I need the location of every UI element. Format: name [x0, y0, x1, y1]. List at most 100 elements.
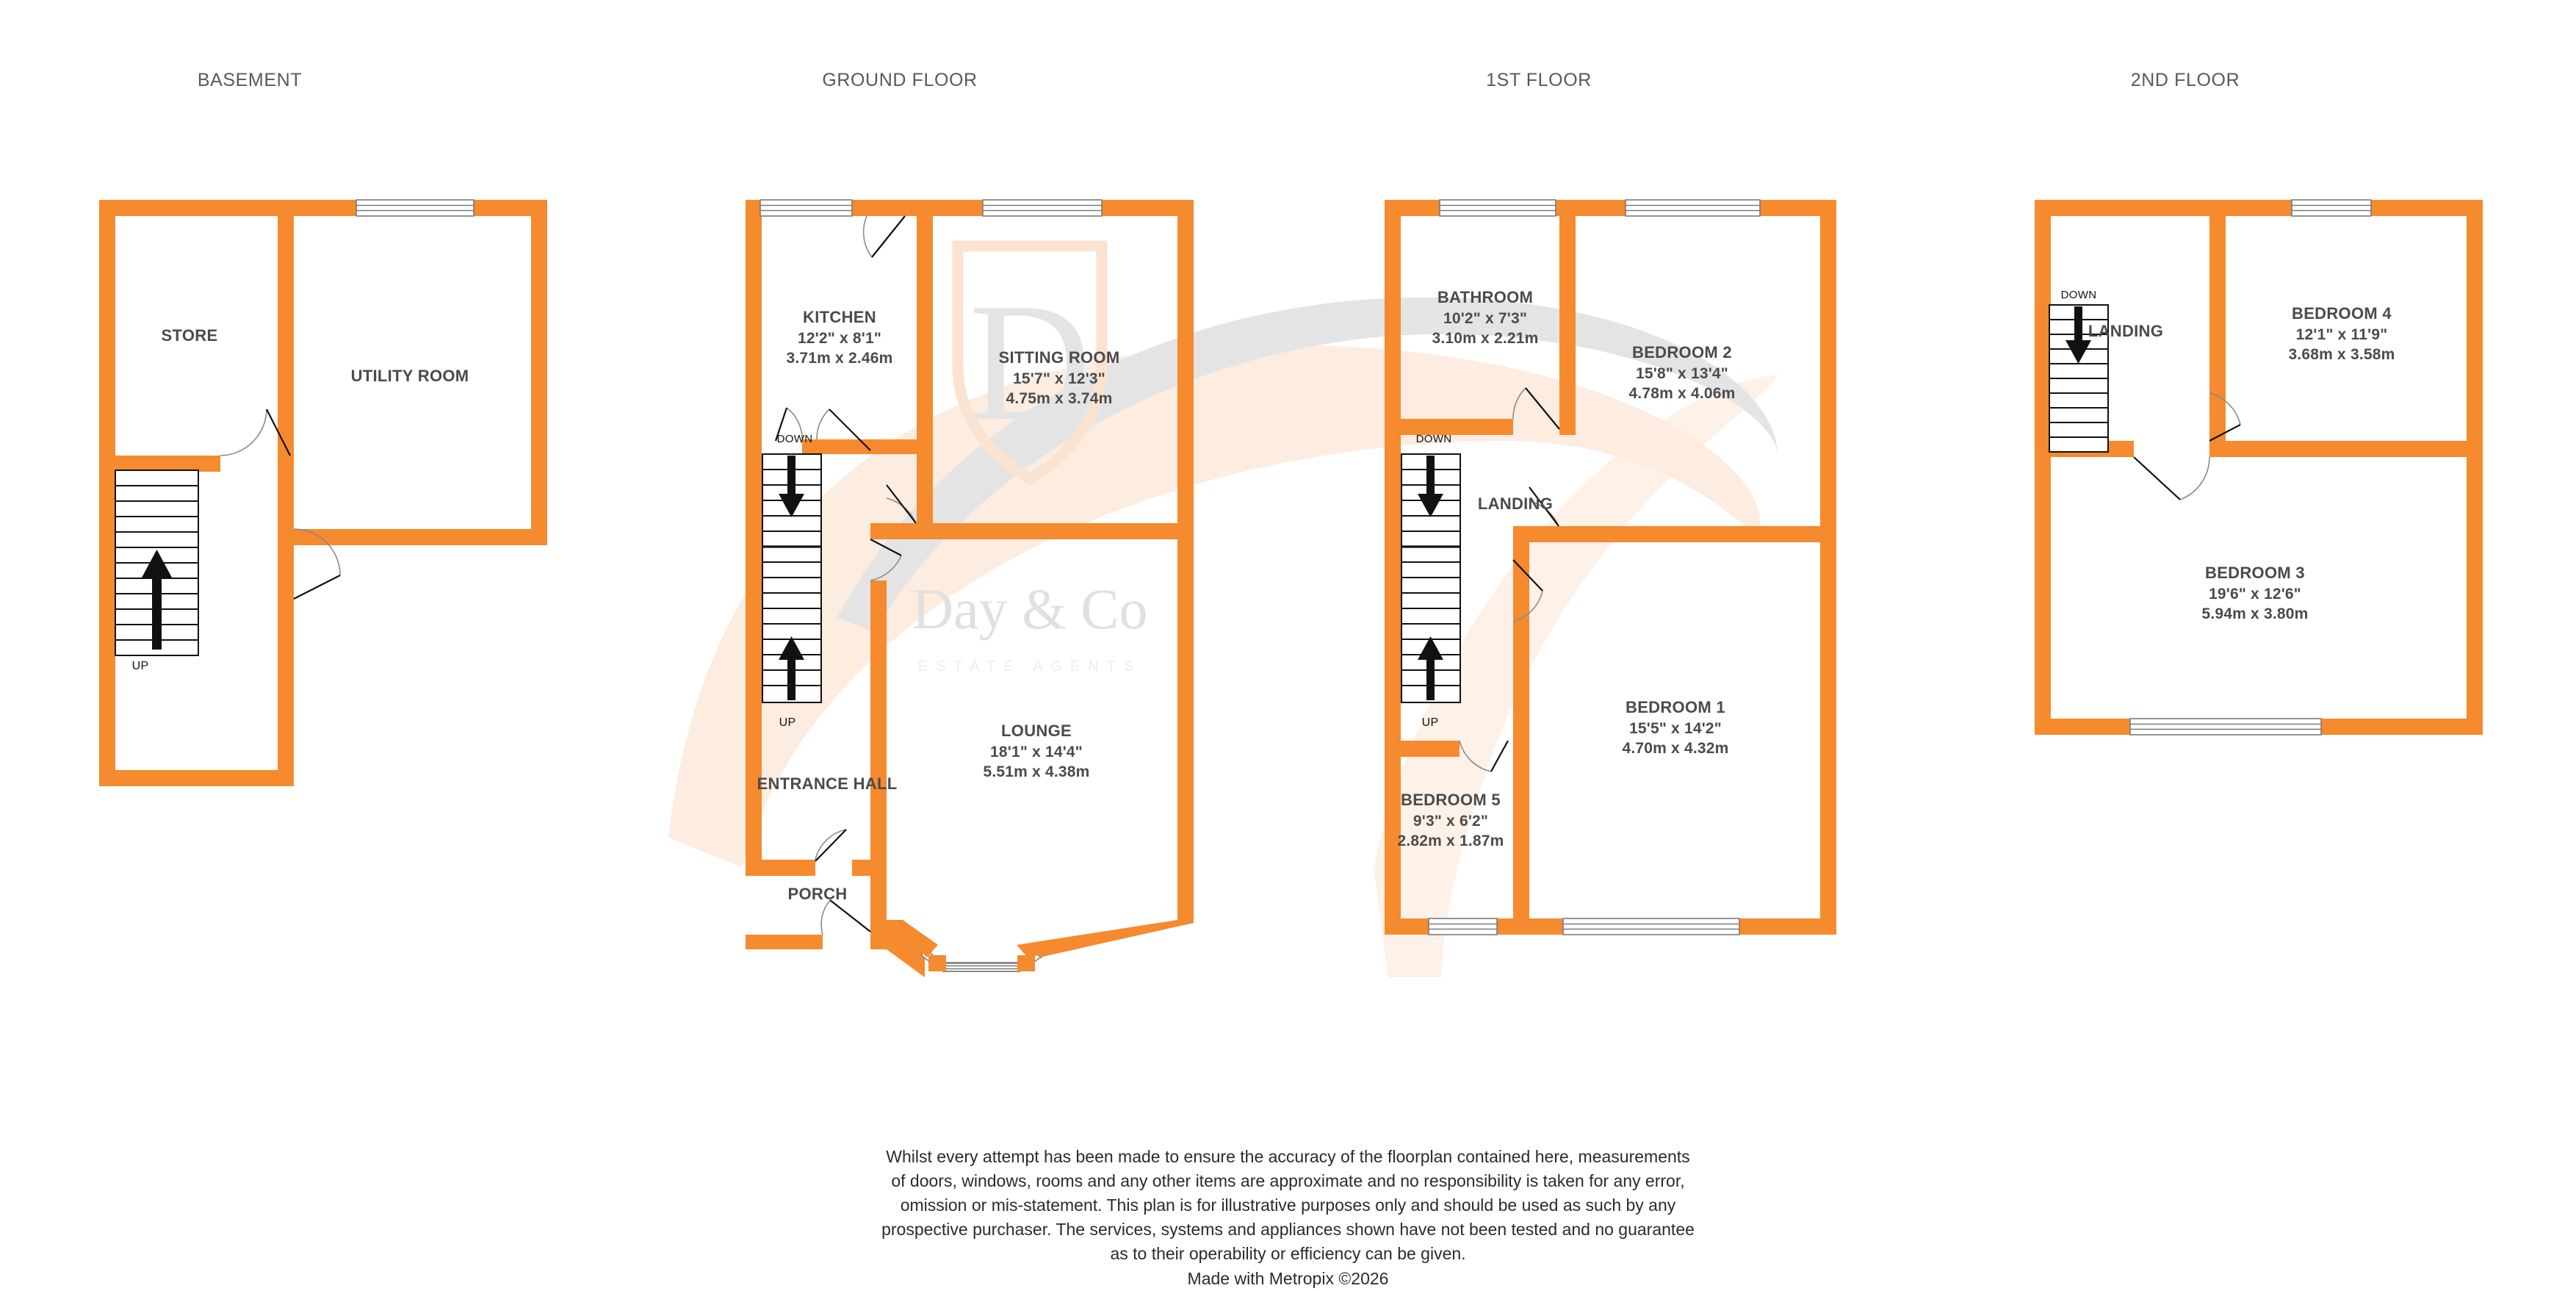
first-floor-door-bathroom — [1512, 387, 1560, 430]
room-imperial: 15'8" x 13'4" — [1636, 364, 1728, 382]
room-name: BEDROOM 5 — [1401, 791, 1501, 809]
first-floor-stair-down-arrow — [1418, 456, 1443, 517]
floor-title-first: 1ST FLOOR — [1486, 70, 1592, 90]
room-metric: 4.75m x 3.74m — [1006, 389, 1113, 407]
room-metric: 4.70m x 4.32m — [1622, 739, 1729, 757]
floor-title-basement: BASEMENT — [197, 70, 303, 90]
ground-floor-door-hall-b — [816, 409, 871, 451]
room-imperial: 12'2" x 8'1" — [797, 329, 882, 347]
ground-floor-door-sitting — [886, 484, 917, 524]
room-metric: 5.51m x 4.38m — [983, 763, 1090, 780]
room-label-sitting-room: SITTING ROOM 15'7" x 12'3" 4.75m x 3.74m — [999, 348, 1120, 409]
room-label-bedroom-2: BEDROOM 2 15'8" x 13'4" 4.78m x 4.06m — [1628, 342, 1735, 403]
stair-label-up-basement: UP — [131, 660, 149, 672]
room-metric: 3.10m x 2.21m — [1432, 329, 1539, 347]
second-floor-window-bedroom3 — [2129, 718, 2322, 736]
first-floor-window-bathroom — [1439, 199, 1556, 217]
stair-label-down-second: DOWN — [2060, 289, 2097, 301]
room-label-bedroom-1: BEDROOM 1 15'5" x 14'2" 4.70m x 4.32m — [1622, 697, 1728, 758]
disclaimer-line-4: prospective purchaser. The services, sys… — [881, 1220, 1695, 1240]
room-label-kitchen: KITCHEN 12'2" x 8'1" 3.71m x 2.46m — [786, 307, 892, 368]
room-name: LANDING — [2088, 322, 2164, 340]
room-imperial: 19'6" x 12'6" — [2209, 585, 2301, 603]
room-metric: 2.82m x 1.87m — [1397, 832, 1504, 849]
first-floor-door-bedroom2 — [1529, 486, 1559, 527]
second-floor-stair-down-arrow — [2066, 306, 2091, 364]
room-name: PORCH — [787, 885, 848, 903]
first-floor-stair-up-arrow — [1418, 636, 1443, 700]
room-label-landing-second: LANDING — [2088, 321, 2163, 342]
room-label-landing-first: LANDING — [1478, 494, 1553, 515]
first-floor-walls — [1385, 200, 1836, 935]
ground-floor-stair-up-arrow — [779, 636, 804, 700]
stair-label-up-first: UP — [1421, 716, 1439, 729]
room-imperial: 12'1" x 11'9" — [2295, 326, 2388, 343]
ground-floor-door-front — [820, 899, 871, 935]
room-name: BATHROOM — [1437, 288, 1534, 306]
floor-title-second: 2ND FLOOR — [2130, 70, 2240, 90]
metropix-credit: Made with Metropix ©2026 — [1187, 1268, 1389, 1288]
room-label-store: STORE — [162, 326, 218, 347]
room-metric: 4.78m x 4.06m — [1628, 384, 1736, 402]
ground-floor-door-kitchen — [862, 215, 906, 258]
room-name: SITTING ROOM — [998, 348, 1120, 367]
room-label-entrance-hall: ENTRANCE HALL — [757, 774, 898, 795]
disclaimer: Whilst every attempt has been made to en… — [0, 1145, 2576, 1291]
room-metric: 3.71m x 2.46m — [786, 349, 893, 367]
ground-floor-stair-down-arrow — [779, 456, 804, 517]
room-label-utility-room: UTILITY ROOM — [351, 366, 469, 387]
room-metric: 3.68m x 3.58m — [2288, 345, 2395, 363]
room-label-bedroom-5: BEDROOM 5 9'3" x 6'2" 2.82m x 1.87m — [1397, 790, 1504, 851]
room-label-porch: PORCH — [788, 884, 848, 905]
room-name: BEDROOM 3 — [2205, 564, 2305, 582]
second-floor-door-bedroom3 — [2133, 456, 2210, 500]
room-name: KITCHEN — [803, 308, 876, 326]
room-imperial: 10'2" x 7'3" — [1443, 309, 1528, 327]
disclaimer-line-2: of doors, windows, rooms and any other i… — [891, 1171, 1685, 1191]
room-imperial: 15'5" x 14'2" — [1629, 719, 1722, 737]
room-name: UTILITY ROOM — [350, 367, 469, 385]
room-label-bathroom: BATHROOM 10'2" x 7'3" 3.10m x 2.21m — [1432, 287, 1538, 348]
stair-label-down-ground: DOWN — [776, 433, 813, 445]
first-floor-window-bedroom5 — [1428, 918, 1498, 935]
room-name: BEDROOM 4 — [2292, 304, 2392, 323]
lounge-bay-wall — [887, 920, 1194, 971]
basement-door-store — [220, 409, 291, 456]
basement-door-utility — [293, 528, 341, 600]
room-name: LANDING — [1477, 495, 1554, 513]
room-name: LOUNGE — [1001, 722, 1072, 740]
first-floor-door-bedroom5 — [1459, 740, 1509, 772]
room-name: BEDROOM 1 — [1626, 698, 1725, 716]
disclaimer-line-5: as to their operability or efficiency ca… — [1110, 1244, 1466, 1264]
stair-label-down-first: DOWN — [1415, 433, 1452, 445]
second-floor-door-bedroom4 — [2209, 392, 2241, 442]
ground-floor-window-sitting — [982, 199, 1103, 217]
room-name: BEDROOM 2 — [1632, 343, 1732, 362]
first-floor-window-bedroom2 — [1625, 199, 1761, 217]
room-label-lounge: LOUNGE 18'1" x 14'4" 5.51m x 4.38m — [983, 721, 1089, 782]
room-label-bedroom-3: BEDROOM 3 19'6" x 12'6" 5.94m x 3.80m — [2201, 563, 2308, 624]
ground-floor-door-lounge — [870, 539, 902, 581]
floor-title-ground: GROUND FLOOR — [822, 70, 978, 90]
ground-floor-door-porch — [815, 829, 847, 862]
room-imperial: 15'7" x 12'3" — [1013, 370, 1105, 387]
basement-walls — [99, 200, 547, 786]
ground-floor-walls — [746, 200, 1194, 949]
room-imperial: 9'3" x 6'2" — [1413, 812, 1489, 830]
room-name: STORE — [161, 326, 218, 345]
basement-stair-up-arrow — [142, 550, 172, 650]
ground-floor-door-hall-a — [774, 407, 803, 442]
first-floor-door-bedroom1 — [1512, 559, 1543, 622]
first-floor-window-bedroom1 — [1562, 918, 1740, 935]
room-label-bedroom-4: BEDROOM 4 12'1" x 11'9" 3.68m x 3.58m — [2288, 303, 2395, 364]
second-floor-window-bedroom4 — [2291, 199, 2372, 217]
disclaimer-line-1: Whilst every attempt has been made to en… — [886, 1147, 1690, 1166]
room-imperial: 18'1" x 14'4" — [990, 743, 1083, 760]
stair-label-up-ground: UP — [779, 716, 796, 729]
ground-floor-window-kitchen — [760, 199, 853, 217]
disclaimer-line-3: omission or mis-statement. This plan is … — [900, 1195, 1676, 1215]
basement-window — [356, 199, 475, 217]
room-name: ENTRANCE HALL — [757, 774, 898, 793]
